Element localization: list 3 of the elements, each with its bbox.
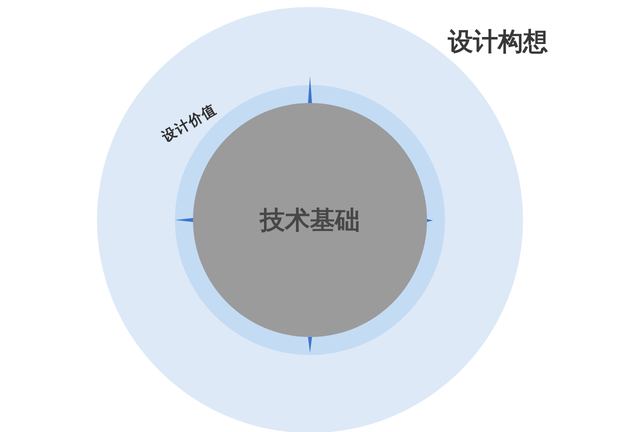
core-label: 技术基础	[260, 206, 360, 234]
circle-heading: 设计构想	[448, 28, 548, 56]
ring-label: 设计价值	[160, 102, 220, 146]
